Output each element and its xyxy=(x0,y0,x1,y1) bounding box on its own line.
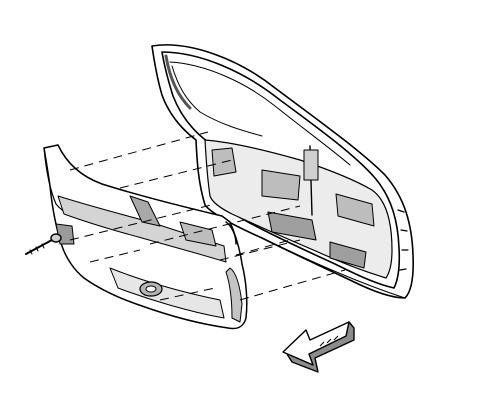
fastener-thread xyxy=(29,243,45,255)
trim-panel-right-pillar xyxy=(225,267,243,323)
liftgate-panel xyxy=(151,44,414,299)
align-line-8 xyxy=(239,269,346,301)
align-line-2 xyxy=(119,159,233,189)
direction-arrow-icon xyxy=(282,321,355,373)
align-line-1 xyxy=(69,131,209,171)
fastener-shaft xyxy=(25,239,53,255)
align-line-5 xyxy=(219,239,301,261)
alignment-lines xyxy=(69,131,346,301)
liftgate-cutout-right xyxy=(335,193,375,227)
liftgate-upper-frame xyxy=(171,65,263,137)
liftgate-cutout-center xyxy=(261,169,301,201)
liftgate-cutout-bottom-right xyxy=(329,241,367,269)
align-line-4 xyxy=(149,205,301,245)
align-line-7 xyxy=(159,287,216,301)
liftgate-latch xyxy=(303,149,319,181)
liftgate-bottom-lip xyxy=(261,237,406,299)
trim-panel-handle xyxy=(179,221,217,247)
fastener-screw xyxy=(25,233,62,255)
trim-panel-clip xyxy=(225,221,237,245)
trim-panel-upper-band xyxy=(57,195,227,263)
arrow-front-face xyxy=(282,321,350,366)
liftgate-edge-tabs xyxy=(397,209,409,271)
trim-panel-lower-recess xyxy=(109,267,225,319)
align-line-6 xyxy=(89,249,141,263)
trim-panel-grommet-center xyxy=(145,285,157,293)
align-line-9 xyxy=(235,239,291,256)
liftgate-cutout-lower xyxy=(267,211,317,241)
fastener-head xyxy=(50,233,62,243)
liftgate-frame-shade xyxy=(164,54,192,110)
trim-panel-ribs xyxy=(129,195,161,227)
liftgate-window-rim xyxy=(169,61,351,166)
arrow-shade-hatch xyxy=(319,335,339,347)
align-line-3 xyxy=(69,203,216,241)
